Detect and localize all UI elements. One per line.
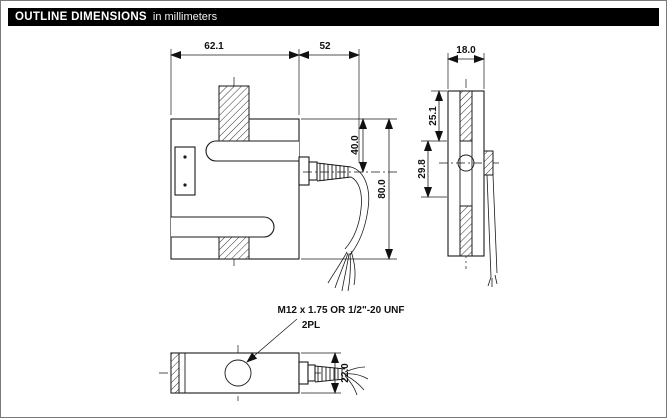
dim-cable-length-label: 52	[319, 41, 331, 52]
thread-leader-line	[246, 318, 298, 363]
side-view-dimensions: 18.0 25.1 29.8	[417, 45, 485, 198]
page-title: OUTLINE DIMENSIONS	[15, 11, 147, 23]
thread-note-label: M12 x 1.75 OR 1/2"-20 UNF	[277, 305, 404, 316]
bottom-view-dimensions: 22.0 M12 x 1.75 OR 1/2"-20 UNF 2PL	[246, 305, 405, 394]
bottom-cable-boss	[298, 361, 309, 385]
gauge-cover	[174, 146, 196, 196]
side-cable	[486, 174, 498, 287]
dim-front-height-label: 80.0	[377, 179, 388, 199]
bottom-cable-connector	[307, 364, 316, 382]
lower-spring-slot	[171, 216, 275, 238]
gauge-cover-screw-top	[183, 155, 187, 159]
dim-bottom-height-label: 22.0	[340, 363, 351, 383]
bottom-body-outline	[170, 352, 300, 394]
cable-wires-frayed	[327, 250, 356, 292]
dim-upper-side-label: 25.1	[428, 106, 439, 126]
gauge-cover-screw-bottom	[183, 183, 187, 187]
front-view-dimensions: 62.1 52 40.0 80.0	[170, 41, 397, 260]
side-cable-boss	[483, 150, 494, 176]
header-bar: OUTLINE DIMENSIONS in millimeters	[8, 8, 659, 26]
bottom-cable-wires	[344, 366, 369, 396]
front-view	[170, 77, 397, 292]
dim-front-width-label: 62.1	[204, 41, 224, 52]
thread-places-label: 2PL	[302, 320, 320, 331]
cable-boss	[298, 156, 310, 186]
cable-connector	[308, 161, 318, 181]
cable	[344, 166, 370, 256]
dim-lower-side-label: 29.8	[417, 159, 428, 179]
dim-top-to-cable-label: 40.0	[350, 135, 361, 155]
units-note: in millimeters	[152, 11, 218, 23]
top-threaded-stud	[218, 85, 250, 142]
side-view	[439, 79, 499, 287]
side-top-thread	[459, 90, 473, 142]
side-bottom-thread	[459, 205, 473, 257]
side-hole	[457, 154, 475, 172]
threaded-hole	[224, 359, 252, 387]
upper-spring-slot	[205, 140, 299, 162]
bottom-view	[159, 345, 369, 401]
bottom-strain-relief	[314, 365, 346, 383]
dim-side-width-label: 18.0	[456, 45, 476, 56]
bottom-left-end-detail	[170, 352, 180, 394]
